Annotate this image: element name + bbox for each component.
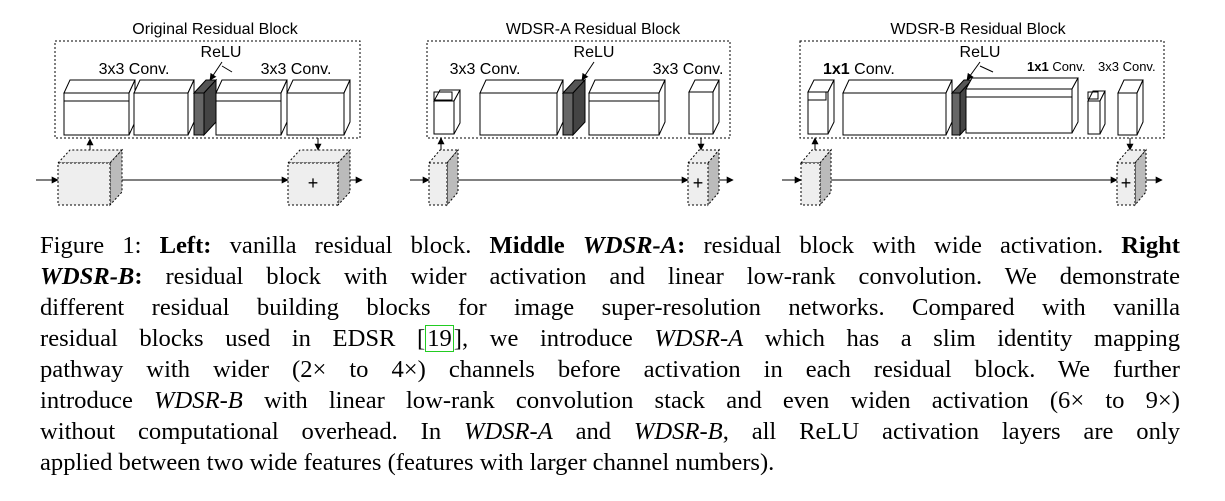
output-feature-cube: + — [686, 148, 721, 207]
caption-bold: : — [134, 263, 143, 290]
feature-block — [842, 79, 953, 136]
caption-bold: Left: — [159, 232, 212, 259]
feature-block — [215, 79, 288, 136]
caption-text: , we introduce — [462, 325, 655, 352]
input-feature-cube — [799, 148, 833, 207]
caption-text: residual block with wider activation and… — [142, 263, 1180, 290]
caption-line: WDSR-B: residual block with wider activa… — [40, 261, 1180, 292]
relu-pointer-2 — [979, 65, 994, 73]
caption-bold: Right — [1121, 232, 1180, 259]
citation-link[interactable]: 19 — [425, 325, 454, 352]
caption-text: , all ReLU activation layers are only — [722, 418, 1180, 445]
feature-block — [1117, 79, 1144, 136]
caption-text: ] — [453, 325, 462, 352]
feature-block — [965, 77, 1079, 134]
caption-italic: WDSR-B — [633, 418, 723, 445]
feature-block — [433, 89, 461, 135]
feature-block — [1087, 90, 1106, 135]
caption-bold-italic: WDSR-B — [40, 263, 135, 290]
panel-wdsr-a-residual-block: WDSR-A Residual Block 3x3 Conv. ReLU 3x3… — [410, 21, 734, 207]
caption-line: different residual building blocks for i… — [40, 294, 1180, 321]
conv1-label: 3x3 Conv. — [99, 61, 170, 78]
relu-label: ReLU — [201, 44, 242, 61]
input-feature-cube — [427, 148, 460, 207]
caption-italic: WDSR-A — [463, 418, 553, 445]
feature-block — [479, 79, 564, 136]
caption-text: and — [552, 418, 634, 445]
feature-block — [588, 79, 666, 136]
caption-text: [ — [417, 325, 426, 352]
relu-slab — [192, 78, 218, 137]
conv1-kernel-bold: 1x1 — [823, 61, 850, 78]
relu-label: ReLU — [574, 44, 615, 61]
caption-line: applied between two wide features (featu… — [40, 449, 775, 476]
feature-block — [807, 79, 835, 135]
relu-label: ReLU — [960, 44, 1001, 61]
relu-pointer — [581, 61, 595, 81]
caption-bold: Middle — [489, 232, 583, 259]
caption-text: without computational overhead. In — [40, 418, 464, 445]
panel-title: WDSR-A Residual Block — [506, 21, 681, 38]
relu-pointer — [966, 61, 981, 81]
caption-text: with linear low-rank convolution stack a… — [242, 387, 1180, 414]
input-feature-cube — [56, 148, 124, 207]
caption-line: Figure 1: Left: vanilla residual block. … — [40, 230, 1180, 261]
relu-pointer-2 — [221, 65, 233, 73]
caption-bold-italic: WDSR-A — [582, 232, 678, 259]
figure-number: Figure 1: — [40, 232, 160, 259]
block-dashed-frame — [799, 40, 1165, 139]
conv1-label: 1x1 Conv. — [823, 61, 895, 78]
block-dashed-frame — [54, 40, 361, 139]
caption-text: vanilla residual block. — [211, 232, 490, 259]
caption-text: residual blocks used in EDSR — [40, 325, 417, 352]
caption-line: residual blocks used in EDSR [19], we in… — [40, 323, 1180, 354]
conv2-label: 3x3 Conv. — [653, 61, 724, 78]
figure-diagram: Original Residual Block 3x3 Conv. ReLU 3… — [36, 21, 1165, 207]
panel-original-residual-block: Original Residual Block 3x3 Conv. ReLU 3… — [36, 21, 363, 207]
conv2-label: 3x3 Conv. — [261, 61, 332, 78]
output-feature-cube: + — [1115, 148, 1148, 207]
caption-italic: WDSR-B — [154, 387, 243, 414]
panel-title: WDSR-B Residual Block — [890, 21, 1066, 38]
caption-line: without computational overhead. In WDSR-… — [40, 416, 1180, 447]
figure-caption: Figure 1: Left: vanilla residual block. … — [40, 230, 1180, 478]
caption-line: pathway with wider (2× to 4×) channels b… — [40, 356, 1180, 383]
feature-block — [286, 79, 351, 136]
feature-block — [688, 79, 720, 135]
caption-line: introduce WDSR-B with linear low-rank co… — [40, 385, 1180, 416]
add-symbol: + — [308, 173, 319, 193]
conv2-label: 1x1 Conv. — [1027, 59, 1085, 74]
output-feature-cube: + — [286, 148, 352, 207]
caption-bold: : — [677, 232, 686, 259]
panel-wdsr-b-residual-block: WDSR-B Residual Block 1x1 Conv. ReLU 1x1… — [782, 21, 1165, 207]
add-symbol: + — [1121, 173, 1132, 193]
caption-text: residual block with wide activation. — [685, 232, 1122, 259]
relu-pointer — [209, 61, 223, 81]
feature-block — [63, 79, 136, 136]
panel-title: Original Residual Block — [132, 21, 298, 38]
conv2-rest: Conv. — [1049, 59, 1086, 74]
relu-slab — [561, 78, 587, 137]
caption-text: introduce — [40, 387, 155, 414]
conv1-label: 3x3 Conv. — [450, 61, 521, 78]
caption-text: which has a slim identity mapping — [743, 325, 1180, 352]
feature-block — [133, 79, 195, 136]
conv1-rest: Conv. — [850, 61, 895, 78]
caption-italic: WDSR-A — [654, 325, 744, 352]
conv3-label: 3x3 Conv. — [1098, 59, 1156, 74]
conv2-kernel-bold: 1x1 — [1027, 59, 1049, 74]
add-symbol: + — [693, 173, 704, 193]
